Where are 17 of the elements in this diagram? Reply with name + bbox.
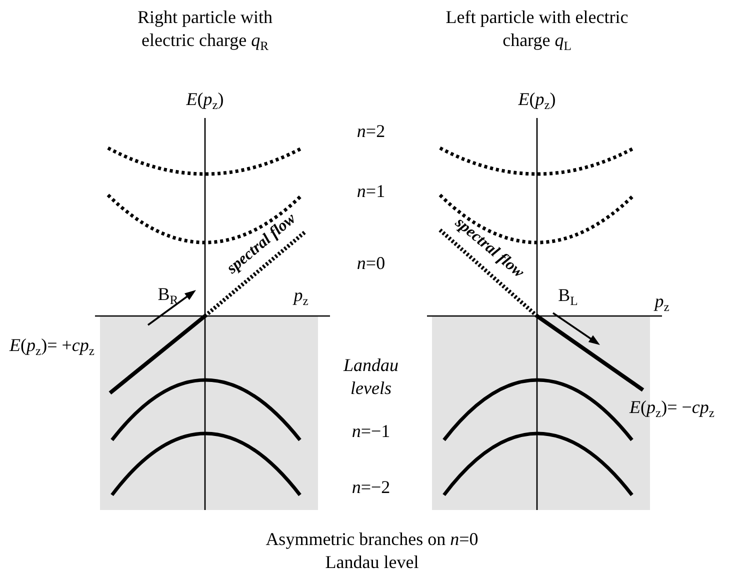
- panel-heading: Left particle with electric charge q$_{L}$: [444, 6, 630, 55]
- axis-label: n=1: [356, 180, 386, 203]
- axis-label: E(p$_{z}$)= +cp$_{z}$: [10, 334, 94, 360]
- axis-label: n=−1: [352, 420, 390, 443]
- axis-label: p$_{z}$: [294, 284, 308, 310]
- axis-label: E(p$_{z}$): [518, 88, 556, 114]
- axis-label: E(p$_{z}$): [186, 88, 224, 114]
- axis-label: n=2: [356, 120, 386, 143]
- panel-heading: Right particle with electric charge q$_{R}$: [136, 6, 274, 55]
- axis-label: p$_{z}$: [654, 290, 670, 316]
- axis-label: B$_{R}$: [158, 283, 178, 308]
- axis-label: n=0: [356, 252, 386, 275]
- axis-label: n=−2: [352, 476, 390, 499]
- region-label: Landau levels: [342, 354, 400, 400]
- axis-label: B$_{L}$: [558, 284, 578, 310]
- caption: Asymmetric branches on n=0 Landau level: [264, 528, 480, 574]
- axis-label: E(p$_{z}$)= −cp$_{z}$: [630, 396, 714, 422]
